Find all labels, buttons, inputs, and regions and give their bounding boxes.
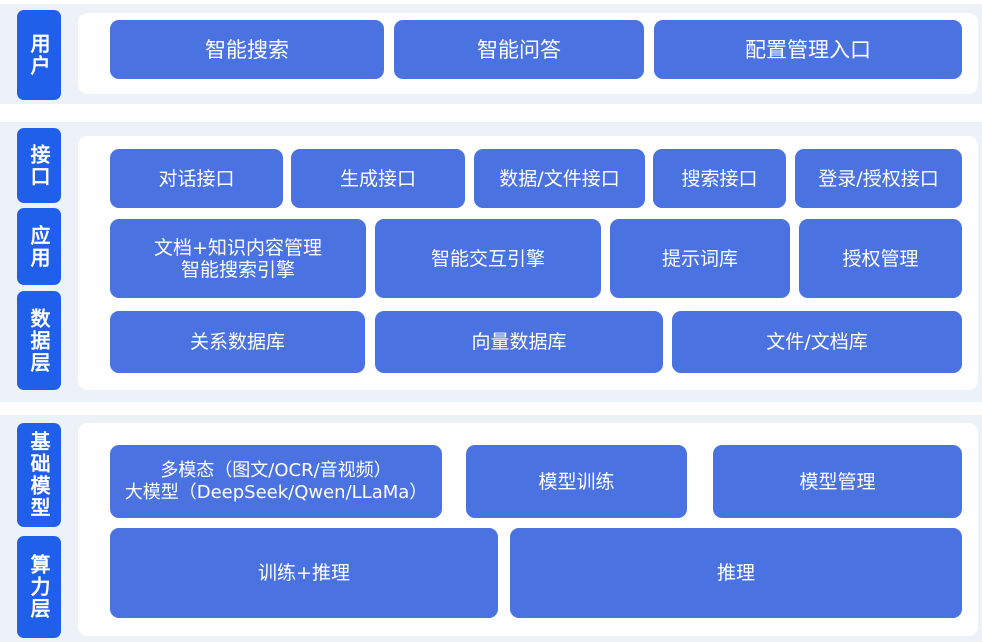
layer-label-application: 应用: [17, 208, 61, 285]
box-file-store: 文件/文档库: [672, 311, 962, 373]
box-doc-knowledge: 文档+知识内容管理 智能搜索引擎: [110, 219, 366, 298]
box-smart-qa: 智能问答: [394, 20, 644, 79]
box-multimodal-llm: 多模态（图文/OCR/音视频） 大模型（DeepSeek/Qwen/LLaMa）: [110, 445, 442, 518]
box-config-entry: 配置管理入口: [654, 20, 962, 79]
box-interaction-engine: 智能交互引擎: [375, 219, 601, 298]
layer-label-model: 基础模型: [17, 423, 61, 527]
box-auth-management: 授权管理: [799, 219, 962, 298]
box-smart-search: 智能搜索: [110, 20, 384, 79]
layer-label-user: 用户: [17, 10, 61, 100]
box-infer: 推理: [510, 528, 962, 618]
box-relational-db: 关系数据库: [110, 311, 365, 373]
box-auth-api: 登录/授权接口: [795, 149, 962, 208]
box-model-training: 模型训练: [466, 445, 687, 518]
box-vector-db: 向量数据库: [375, 311, 663, 373]
box-prompt-library: 提示词库: [610, 219, 790, 298]
box-search-api: 搜索接口: [653, 149, 786, 208]
layer-label-compute: 算力层: [17, 536, 61, 638]
box-data-file-api: 数据/文件接口: [474, 149, 645, 208]
layer-label-interface: 接口: [17, 128, 61, 203]
box-generate-api: 生成接口: [291, 149, 465, 208]
box-train-infer: 训练+推理: [110, 528, 498, 618]
box-model-management: 模型管理: [713, 445, 962, 518]
box-chat-api: 对话接口: [110, 149, 283, 208]
layer-label-data: 数据层: [17, 291, 61, 390]
